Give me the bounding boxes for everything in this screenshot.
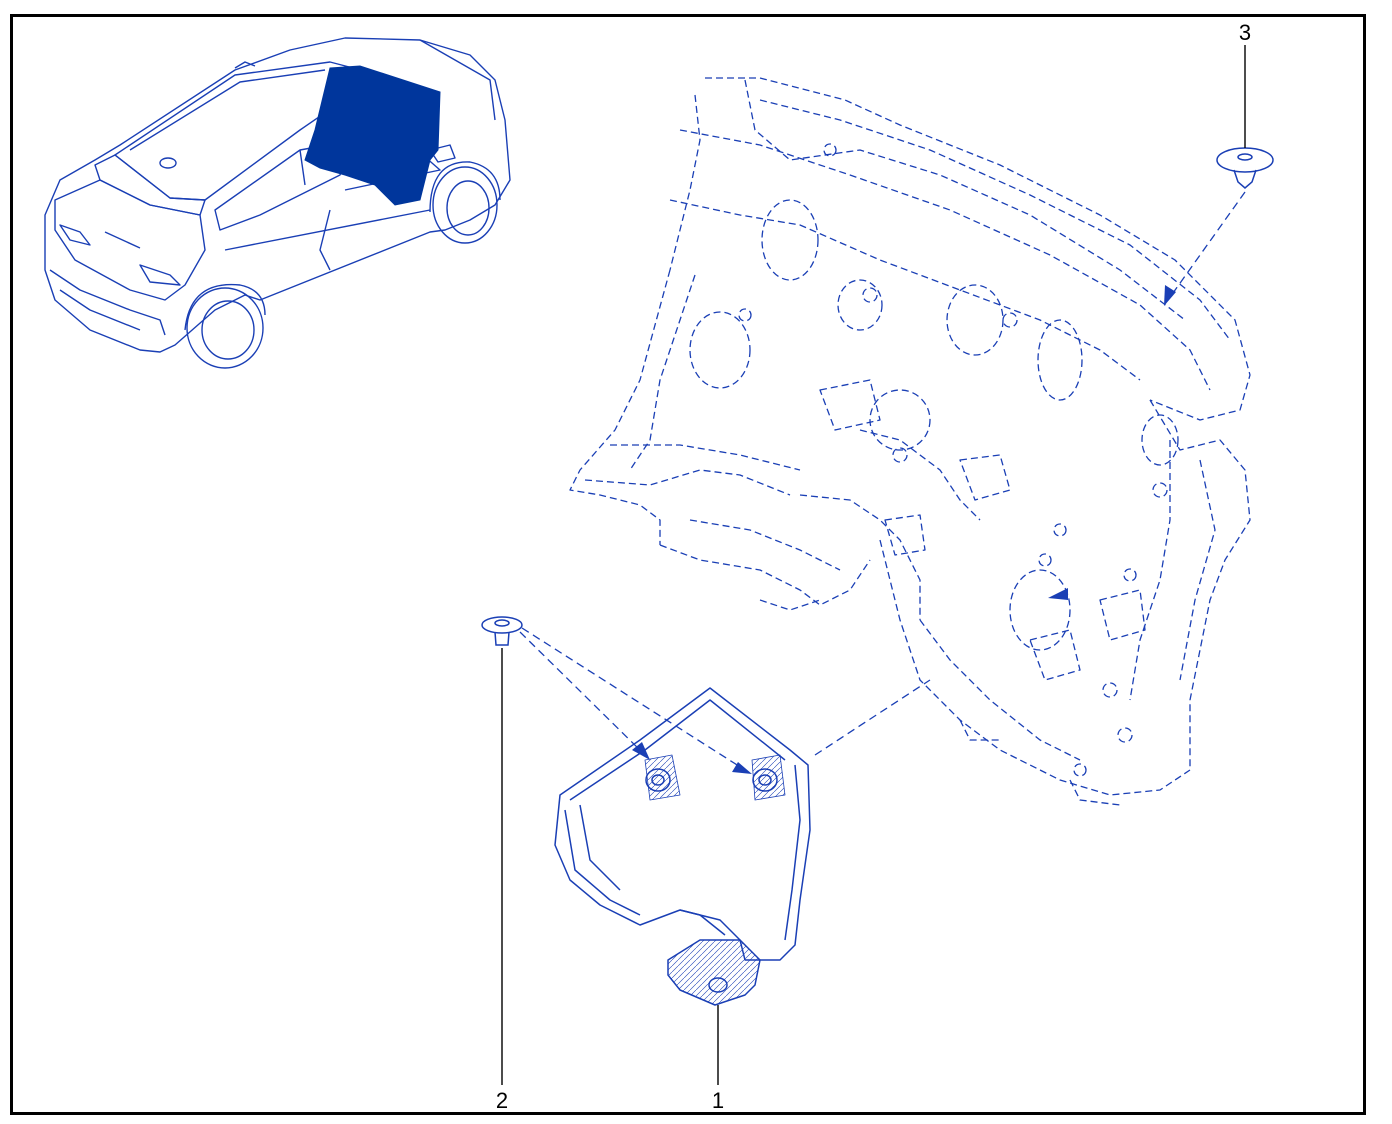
diagram-frame: [10, 14, 1366, 1115]
part-3-clip: [1216, 147, 1274, 189]
body-structure-ghost: [569, 77, 1251, 806]
vehicle-overview: [44, 37, 511, 369]
assembly-lines: [519, 191, 1246, 771]
assembly-arrows: [632, 285, 1176, 774]
callout-label-2: 2: [495, 1088, 509, 1113]
part-2-clip: [481, 616, 523, 646]
leader-lines: [501, 45, 1246, 1085]
part-1-shield: [554, 687, 811, 1006]
highlighted-area: [304, 65, 441, 206]
callout-label-3: 3: [1238, 20, 1252, 45]
callout-label-1: 1: [711, 1088, 725, 1113]
